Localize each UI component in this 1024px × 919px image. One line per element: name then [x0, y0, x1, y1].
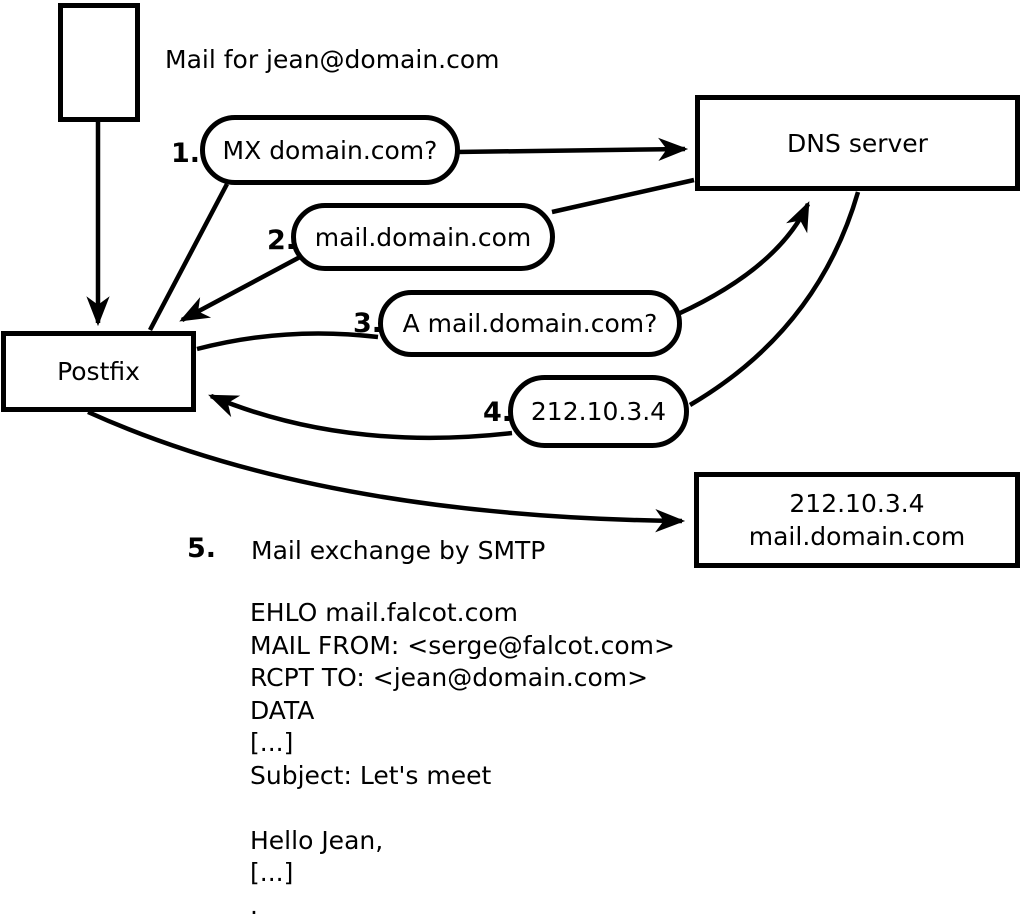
reply-a-label: 212.10.3.4 [530, 397, 667, 426]
line-postfix-to-query3 [196, 331, 379, 352]
dns-server-node: DNS server [695, 95, 1020, 191]
smtp-line: Hello Jean, [250, 825, 384, 855]
smtp-line: [...] [250, 728, 294, 757]
smtp-line: . [250, 890, 258, 919]
arrow-postfix-to-destination [87, 409, 686, 533]
smtp-line: DATA [250, 695, 315, 725]
smtp-line: RCPT TO: <jean@domain.com> [250, 663, 649, 692]
reply-a-pill: 212.10.3.4 [508, 375, 689, 448]
reply-mx-pill: mail.domain.com [291, 203, 555, 271]
line-postfix-to-query1 [148, 182, 229, 332]
arrow-query3-to-dns [677, 201, 811, 317]
arrow-query1-to-dns [455, 137, 689, 162]
mail-message-node [58, 3, 140, 122]
line-dns-to-reply2 [551, 177, 695, 215]
query-mx-pill: MX domain.com? [200, 115, 460, 185]
reply-mx-label: mail.domain.com [314, 222, 532, 252]
smtp-session-transcript: EHLO mail.falcot.com MAIL FROM: <serge@f… [250, 597, 675, 919]
smtp-line: Subject: Let's meet [250, 760, 492, 790]
step-4-number: 4. [482, 397, 512, 428]
destination-hostname-label: mail.domain.com [748, 522, 966, 551]
query-a-pill: A mail.domain.com? [378, 290, 682, 357]
step-5-number: 5. [186, 533, 216, 564]
postfix-node-label: Postfix [57, 357, 140, 386]
destination-ip-label: 212.10.3.4 [789, 489, 925, 518]
smtp-line: [...] [250, 858, 294, 887]
arrow-reply4-to-postfix [208, 393, 513, 441]
smtp-line-blank [250, 792, 675, 825]
step-1-number: 1. [170, 138, 200, 169]
postfix-node: Postfix [1, 331, 196, 412]
smtp-line: MAIL FROM: <serge@falcot.com> [250, 630, 675, 660]
step-3-number: 3. [352, 308, 382, 339]
dns-server-node-label: DNS server [787, 128, 928, 158]
destination-server-node: 212.10.3.4 mail.domain.com [694, 472, 1020, 568]
line-dns-to-reply4 [688, 191, 861, 407]
query-mx-label: MX domain.com? [222, 135, 438, 165]
step-2-number: 2. [266, 225, 296, 256]
smtp-line: EHLO mail.falcot.com [250, 598, 519, 627]
step-5-caption: Mail exchange by SMTP [251, 536, 546, 565]
query-a-label: A mail.domain.com? [402, 309, 658, 338]
mail-note-text: Mail for jean@domain.com [165, 45, 500, 74]
arrow-reply2-to-postfix [179, 255, 302, 322]
